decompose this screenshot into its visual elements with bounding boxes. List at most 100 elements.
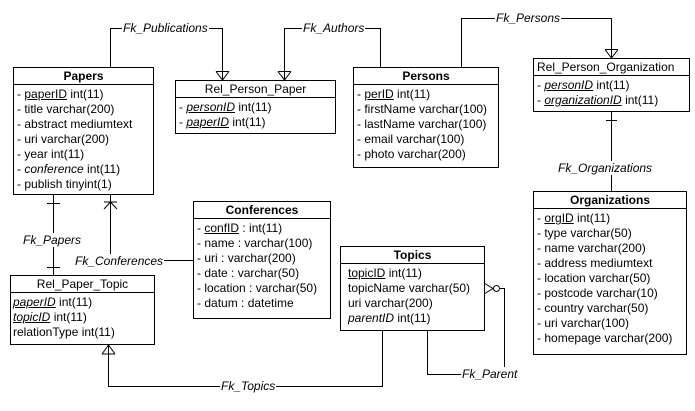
- field-prefix: -: [357, 87, 365, 101]
- field-persons-email: - email varchar(100): [357, 132, 498, 147]
- field-prefix: -: [17, 147, 25, 161]
- field-name: personID: [544, 78, 594, 92]
- field-type: : datetime: [237, 296, 294, 310]
- field-prefix: -: [197, 266, 205, 280]
- field-prefix: -: [17, 162, 25, 176]
- field-name: location: [544, 271, 586, 285]
- field-type: varchar(50): [405, 281, 471, 295]
- field-name: date: [204, 266, 228, 280]
- field-name: perID: [364, 87, 394, 101]
- field-prefix: -: [179, 100, 187, 114]
- field-topics-uri: uri varchar(200): [348, 296, 484, 311]
- field-rel-person-organization-personid: - personID int(11): [537, 78, 689, 93]
- field-type: int(11): [393, 87, 431, 101]
- field-prefix: -: [537, 286, 545, 300]
- field-rel-paper-topic-topicid: topicID int(11): [13, 310, 154, 325]
- field-prefix: -: [537, 301, 545, 315]
- field-prefix: -: [197, 251, 205, 265]
- field-prefix: -: [537, 256, 545, 270]
- field-prefix: -: [537, 93, 545, 107]
- field-type: int(11): [83, 162, 121, 176]
- fk-conferences-line: [110, 195, 193, 261]
- field-rel-person-paper-paperid: - paperID int(11): [179, 115, 335, 130]
- label-fk-publications: Fk_Publications: [122, 21, 209, 35]
- field-name: uri: [24, 132, 38, 146]
- field-prefix: -: [197, 281, 205, 295]
- field-type: varchar(200): [601, 331, 673, 345]
- field-name: confID: [204, 221, 240, 235]
- entity-title: Rel_Person_Paper: [176, 81, 335, 98]
- field-prefix: -: [17, 102, 25, 116]
- field-type: varchar(10): [593, 286, 658, 300]
- field-organizations-name: - name varchar(200): [537, 241, 686, 256]
- field-list: - paperID int(11)- title varchar(200)- a…: [14, 85, 153, 192]
- field-name: organizationID: [544, 93, 622, 107]
- field-rel-paper-topic-relationtype: relationType int(11): [13, 325, 154, 340]
- field-name: homepage: [544, 331, 602, 345]
- fk-conferences-many-mark: [103, 201, 118, 210]
- entity-title: Papers: [14, 68, 153, 85]
- fk-topics-many-mark: [101, 344, 116, 355]
- entity-title: Rel_Paper_Topic: [11, 276, 154, 293]
- field-organizations-address: - address mediumtext: [537, 256, 686, 271]
- field-name: postcode: [544, 286, 594, 300]
- field-conferences-name: - name : varchar(100): [197, 236, 330, 251]
- field-organizations-type: - type varchar(50): [537, 226, 686, 241]
- entity-rel-person-paper[interactable]: Rel_Person_Paper - personID int(11)- pap…: [175, 80, 336, 134]
- field-name: photo: [364, 147, 395, 161]
- entity-organizations[interactable]: Organizations - orgID int(11)- type varc…: [533, 191, 687, 355]
- entity-title: Rel_Person_Organization: [534, 59, 689, 76]
- field-conferences-datum: - datum : datetime: [197, 296, 330, 311]
- field-prefix: -: [17, 177, 25, 191]
- field-prefix: -: [537, 271, 545, 285]
- field-name: uri: [348, 296, 362, 310]
- field-type: mediumtext: [67, 117, 133, 131]
- field-prefix: -: [17, 132, 25, 146]
- field-list: topicID int(11)topicName varchar(50)uri …: [341, 264, 484, 326]
- field-topics-parentid: parentID int(11): [348, 311, 484, 326]
- field-name: type: [544, 226, 568, 240]
- entity-papers[interactable]: Papers - paperID int(11) - title varchar(…: [13, 67, 154, 195]
- field-prefix: -: [17, 117, 25, 131]
- field-list: - orgID int(11)- type varchar(50)- name …: [534, 209, 686, 346]
- field-type: varchar(100): [415, 117, 487, 131]
- field-type: tinyint(1): [62, 177, 112, 191]
- field-type: int(11): [78, 325, 115, 339]
- field-name: email: [364, 132, 394, 146]
- entity-rel-paper-topic[interactable]: Rel_Paper_Topic paperID int(11)topicID i…: [10, 275, 155, 345]
- field-type: mediumtext: [587, 256, 653, 270]
- entity-conferences[interactable]: Conferences - confID : int(11)- name : v…: [193, 201, 331, 319]
- field-prefix: -: [179, 115, 187, 129]
- fk-parent-many-mark: [483, 282, 494, 295]
- entity-topics[interactable]: Topics topicID int(11)topicName varchar(…: [340, 246, 485, 331]
- field-type: varchar(50): [583, 301, 649, 315]
- field-type: varchar(200): [574, 241, 646, 255]
- field-name: uri: [544, 316, 558, 330]
- field-persons-perid: - perID int(11): [357, 87, 498, 102]
- entity-persons[interactable]: Persons - perID int(11)- firstName varch…: [353, 67, 499, 168]
- field-prefix: -: [357, 132, 365, 146]
- field-papers-uri: - uri varchar(200): [17, 132, 153, 147]
- entity-title: Conferences: [194, 202, 330, 219]
- field-prefix: -: [197, 236, 205, 250]
- field-name: abstract: [24, 117, 68, 131]
- field-name: lastName: [364, 117, 416, 131]
- field-name: paperID: [24, 87, 68, 101]
- field-name: paperID: [13, 295, 56, 309]
- field-organizations-postcode: - postcode varchar(10): [537, 286, 686, 301]
- field-prefix: -: [537, 226, 545, 240]
- entity-title: Topics: [341, 247, 484, 264]
- fk-parent-optional-circle: [493, 285, 500, 292]
- field-type: : varchar(200): [217, 251, 296, 265]
- field-name: firstName: [364, 102, 416, 116]
- label-fk-persons: Fk_Persons: [495, 11, 562, 25]
- field-name: publish: [24, 177, 63, 191]
- entity-title: Persons: [354, 68, 498, 85]
- field-name: country: [544, 301, 584, 315]
- entity-rel-person-organization[interactable]: Rel_Person_Organization - personID int(1…: [533, 58, 690, 112]
- field-type: varchar(100): [415, 102, 488, 116]
- field-papers-title: - title varchar(200): [17, 102, 153, 117]
- field-type: : int(11): [239, 221, 283, 235]
- field-prefix: -: [537, 241, 545, 255]
- field-type: varchar(100): [557, 316, 630, 330]
